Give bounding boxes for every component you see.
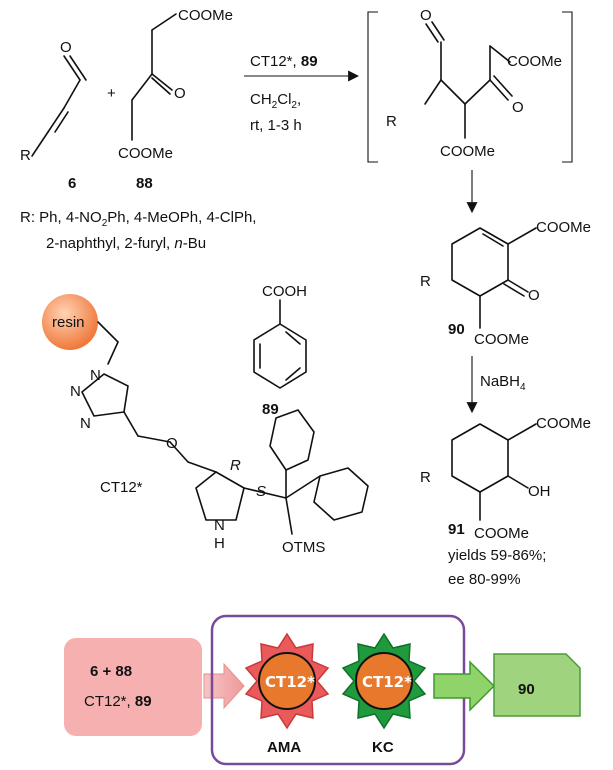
pyrrolidine-nitrogen: N (214, 517, 225, 534)
ester-label: COOMe (118, 145, 173, 162)
compound-6-number: 6 (68, 175, 76, 192)
ester-label: COOMe (474, 331, 529, 348)
pyrrolidine-h: H (214, 535, 225, 552)
catalyst-core-1 (258, 652, 316, 710)
reagent-nabh4: NaBH4 (480, 373, 526, 393)
resin-label: resin (52, 314, 85, 331)
triazole-n3: N (80, 415, 91, 432)
plus-sign: + (107, 85, 116, 102)
ketone-oxygen: O (528, 287, 540, 304)
compound-90: COOMe O COOMe R 90 (420, 219, 591, 348)
r-groups-line-2: 2-naphthyl, 2-furyl, n-Bu (46, 235, 206, 252)
aldehyde-oxygen: O (420, 7, 432, 24)
compound-91: COOMe OH COOMe R 91 yields 59-86%; ee 80… (420, 415, 591, 588)
resin-sphere (42, 294, 98, 350)
yields-text: yields 59-86%; (448, 547, 546, 564)
compound-6: O R 6 (20, 39, 87, 192)
carboxyl-label: COOH (262, 283, 307, 300)
catalyst-ct12: resin N N N O N H R S OTMS CT12* (42, 294, 369, 556)
catalyst-core-2 (355, 652, 413, 710)
compound-88: COOMe O COOMe 88 (118, 7, 233, 192)
ee-text: ee 80-99% (448, 571, 521, 588)
ketone-oxygen: O (512, 99, 524, 116)
input-box (64, 638, 202, 736)
ester-label: COOMe (474, 525, 529, 542)
intermediate: O COOMe O COOMe R (367, 7, 573, 163)
output-arrow (433, 660, 496, 712)
input-sub-text: CT12*, 89 (84, 693, 152, 710)
ester-label: COOMe (507, 53, 562, 70)
triazole-n1: N (90, 367, 101, 384)
ester-label: COOMe (440, 143, 495, 160)
compound-88-number: 88 (136, 175, 153, 192)
stereo-r: R (230, 457, 241, 474)
input-main-text: 6 + 88 (90, 663, 132, 680)
otms-label: OTMS (282, 539, 325, 556)
ester-label: COOMe (536, 415, 591, 432)
ether-oxygen: O (166, 435, 178, 452)
compound-90-number: 90 (448, 321, 465, 338)
hydroxyl-label: OH (528, 483, 551, 500)
r-group-label: R (420, 469, 431, 486)
output-text: 90 (518, 681, 535, 698)
catalyst-label-2: CT12* (362, 673, 412, 691)
condition-solvent: CH2Cl2, (250, 91, 301, 111)
catalyst-label-1: CT12* (265, 673, 315, 691)
condition-time: rt, 1-3 h (250, 117, 302, 134)
r-group-label: R (420, 273, 431, 290)
catalyst-label: CT12* (100, 479, 143, 496)
cascade-panel: 6 + 88 CT12*, 89 CT12* AMA CT12* KC 90 (64, 614, 581, 766)
oxygen-label: O (60, 39, 72, 56)
output-box (493, 653, 581, 717)
input-arrow (203, 662, 245, 710)
r-groups-line-1: R: Ph, 4-NO2Ph, 4-MeOPh, 4-ClPh, (20, 209, 256, 229)
ester-label: COOMe (536, 219, 591, 236)
r-group-label: R (386, 113, 397, 130)
reaction-arrow-1: CT12*, 89 CH2Cl2, rt, 1-3 h (244, 53, 360, 134)
ester-label: COOMe (178, 7, 233, 24)
condition-catalyst: CT12*, 89 (250, 53, 318, 70)
ketone-oxygen-label: O (174, 85, 186, 102)
compound-89: COOH 89 (253, 283, 307, 418)
step-label-ama: AMA (267, 739, 301, 756)
step-label-kc: KC (372, 739, 394, 756)
triazole-n2: N (70, 383, 81, 400)
r-group-label: R (20, 147, 31, 164)
compound-89-number: 89 (262, 401, 279, 418)
compound-91-number: 91 (448, 521, 465, 538)
